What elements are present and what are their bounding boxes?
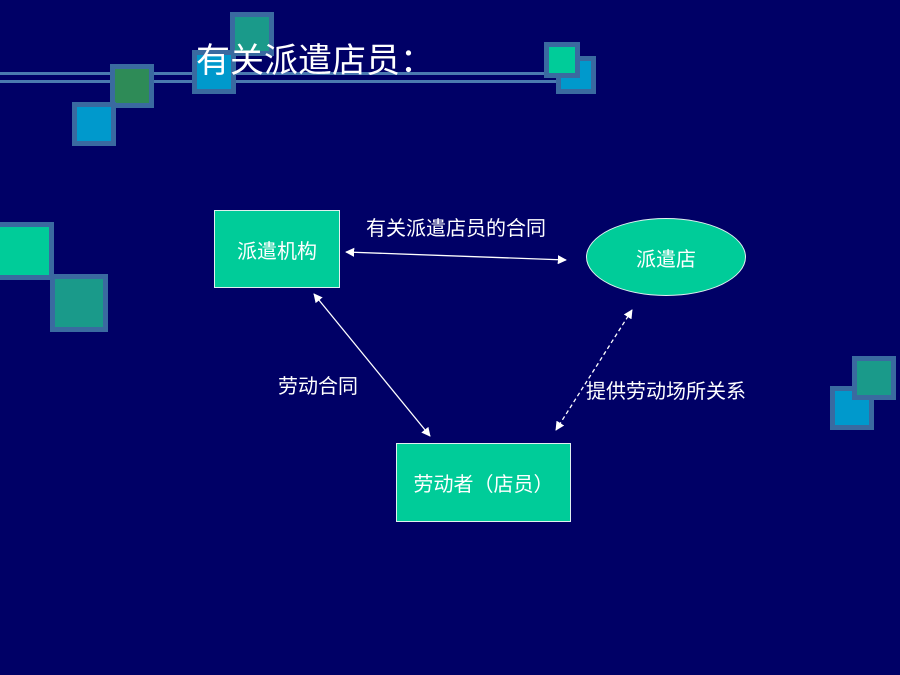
arrow-store-worker	[555, 309, 633, 431]
edge-label-store-worker: 提供劳动场所关系	[586, 379, 746, 403]
deco-square	[192, 50, 236, 94]
deco-square	[544, 42, 580, 78]
node-agency: 派遣机构	[214, 210, 340, 288]
node-worker: 劳动者（店员）	[396, 443, 571, 522]
deco-square	[50, 274, 108, 332]
slide-title: 有关派遣店员：	[196, 41, 434, 81]
edge-label-agency-worker: 劳动合同	[278, 374, 358, 398]
arrow-agency-worker	[313, 293, 431, 437]
node-store: 派遣店	[586, 218, 746, 296]
deco-square	[0, 222, 54, 280]
title-rule-line	[0, 72, 560, 75]
arrow-agency-store	[345, 247, 567, 265]
deco-square	[110, 64, 154, 108]
deco-square	[852, 356, 896, 400]
deco-square	[72, 102, 116, 146]
edge-label-agency-store: 有关派遣店员的合同	[366, 216, 546, 240]
title-rule-line-2	[0, 80, 560, 83]
deco-square	[230, 12, 274, 56]
